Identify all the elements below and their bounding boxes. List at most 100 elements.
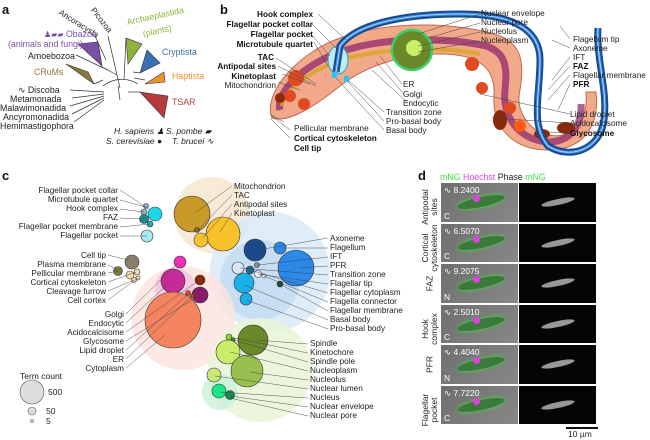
clade-obazoa-name: Obazoa [65,29,97,39]
hoechst-signal [473,195,480,202]
c-label-kinetochore: Kinetochore [310,348,354,357]
label-antipodal-sites: Antipodal sites [217,62,276,71]
label-basal-body: Basal body [386,126,427,135]
acidocalcisome-5 [476,82,488,94]
trypanosome-icon: ∿ [18,85,26,95]
bubble-nuclear-lumen [206,367,222,383]
wedge-crums [65,63,95,85]
label-flagellum-tip: Flagellum tip [573,35,620,44]
c-label-flagellar-cytoplasm: Flagellar cytoplasm [330,288,401,297]
trypanosome-icon: ∿ [444,185,454,195]
clade-discoba-name: Discoba [27,85,60,95]
size-legend-label-5: 5 [46,416,51,426]
trypanosome-icon: ∿ [444,266,454,276]
basal-body-shape [332,72,337,78]
acidocalcisome-2 [284,90,296,102]
bubble-endocytic [160,268,186,294]
panel-b-letter: b [220,2,228,17]
label-axoneme: Axoneme [573,44,608,53]
label-golgi: Golgi [403,90,423,99]
label-glycosome: Glycosome [570,129,615,138]
bubble-cytoplasm [144,291,202,349]
label-nucleolus: Nucleolus [481,27,517,36]
clade-haptista: Haptista [172,71,205,81]
gene-id-pfr: ∿ 4.4040 [444,347,480,357]
terminus-label-cortical-cytoskeleton: C [444,251,451,261]
c-label-nucleoplasm: Nucleoplasm [310,366,358,375]
mng-signal [540,236,576,249]
c-label-flagellum: Flagellum [330,243,366,252]
c-label-cleavage-furrow: Cleavage furrow [46,287,106,296]
bubble-mitochondrion [173,195,211,233]
terminus-label-faz: N [444,291,451,302]
c-label-flagellar-pocket-collar: Flagellar pocket collar [38,186,118,195]
terminus-label-flagellar-pocket: C [444,413,451,423]
gene-id-faz: ∿ 9.2075 [444,266,480,276]
label-lipid-droplet: Lipid droplet [570,110,615,119]
c-label-hook-complex: Hook complex [66,204,118,213]
bubble-pfr [277,249,315,287]
gene-id-hook-complex: ∿ 2.5010 [444,306,480,317]
label-microtubule-quartet: Microtubule quartet [236,40,313,49]
scale-bar [566,427,598,429]
hoechst-signal [473,357,480,364]
hoechst-signal [473,397,480,405]
c-label-cell-cortex: Cell cortex [67,296,106,305]
c-label-nuclear-pore: Nuclear pore [310,411,357,420]
c-label-nucleolus: Nucleolus [310,375,346,384]
c-label-flagellar-pocket: Flagellar pocket [60,231,118,240]
glycosome-1 [275,93,285,103]
panel-b-leader-lines [269,13,571,139]
label-tac: TAC [257,53,274,62]
acidocalcisome-4 [465,57,479,71]
c-label-flagellar-membrane: Flagellar membrane [330,306,403,315]
gene-id-cortical-cytoskeleton: ∿ 6.5070 [444,225,480,236]
bubble-golgi [173,255,187,269]
hoechst-signal [473,316,480,324]
clade-obazoa-sub: (animals and fungi) [8,39,83,49]
obazoa-species-icons: ♟▰▰ [44,30,64,39]
c-label-faz: FAZ [102,213,118,222]
trypanosome-icon: ∿ [206,136,214,146]
label-pellicular-membrane: Pellicular membrane [294,124,369,133]
legend-h-sapiens: H. sapiens ♟ [114,126,165,136]
trypanosome-icon: ∿ [444,387,454,398]
c-label-kinetoplast: Kinetoplast [234,209,275,218]
c-label-glycosome: Glycosome [83,337,124,346]
c-label-flagellar-tip: Flagellar tip [330,279,373,288]
c-label-tac: TAC [234,191,250,200]
scale-bar-label: 10 µm [568,429,592,439]
mng-signal [540,195,576,209]
wedge-haptista [144,71,166,85]
bubble-acidocalcisome [194,274,206,286]
size-legend-label-50: 50 [46,406,56,416]
bubble-microtubule-quartet [143,203,149,209]
c-label-transition-zone: Transition zone [330,270,386,279]
label-hook-complex: Hook complex [257,10,313,19]
c-label-golgi: Golgi [104,310,124,319]
bubble-flagellar-pocket-collar [147,206,163,222]
c-label-flagella-connector: Flagella connector [330,297,397,306]
c-label-pro-basal-body: Pro-basal body [330,324,386,333]
mng-image-cortical-cytoskeleton [519,223,596,262]
d-header-phase: Phase [497,172,523,182]
glycosome-4 [557,122,575,134]
wedge-archaeplastida [125,37,143,65]
bubble-nucleus [211,383,227,399]
wedge-cryptista [139,49,161,74]
c-label-pellicular-membrane: Pellicular membrane [31,269,106,278]
size-legend-50 [27,406,37,416]
c-label-axoneme: Axoneme [330,234,365,243]
d-header-mng2: mNG [525,172,546,182]
c-label-pfr: PFR [330,261,347,270]
clade-amoebozoa: Amoebozoa [28,51,75,61]
bubble-nucleoplasm [215,339,241,365]
bubble-axoneme [243,238,267,262]
label-nucleoplasm: Nucleoplasm [481,36,529,45]
panel-d-letter: d [418,168,426,183]
